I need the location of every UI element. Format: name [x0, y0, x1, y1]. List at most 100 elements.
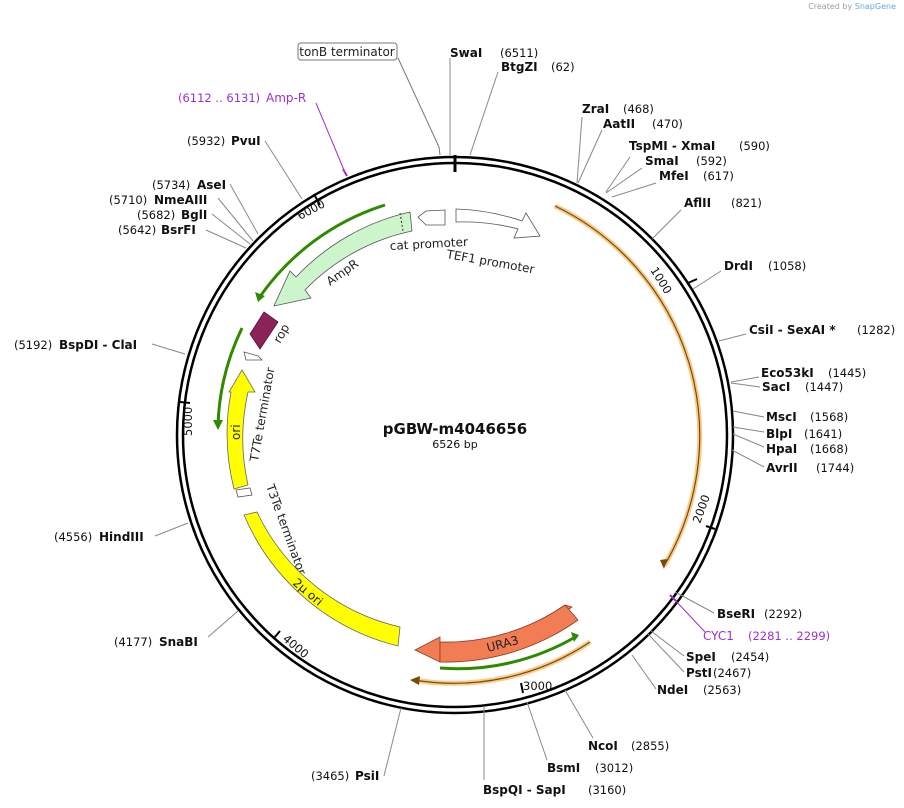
leader-ndei — [631, 654, 657, 690]
t7te-terminator-arrow[interactable] — [243, 351, 263, 361]
enzyme-bseri[interactable]: BseRI(2292) — [717, 607, 802, 621]
enzyme-swai[interactable]: SwaI(6511) — [450, 46, 538, 60]
leader-bsrfi — [205, 229, 247, 249]
enzyme-blpi[interactable]: BlpI(1641) — [766, 427, 842, 441]
ampr-arrow[interactable] — [273, 211, 413, 307]
enzyme-snabi[interactable]: (4177)SnaBI — [114, 635, 198, 649]
tef1-promoter-label: TEF1 promoter — [444, 247, 535, 276]
enzyme-bsmi[interactable]: BsmI(3012) — [547, 761, 633, 775]
enzyme-smai[interactable]: SmaI(592) — [645, 154, 727, 168]
amp-r-primer-mark — [342, 168, 348, 177]
enzyme-pos: (1445) — [828, 366, 866, 380]
enzyme-aatii[interactable]: AatII (470) — [603, 117, 683, 131]
enzyme-aflii[interactable]: AflII(821) — [684, 196, 762, 210]
two-mu-ori-arc[interactable] — [243, 511, 401, 647]
tonb-terminator-box[interactable] — [297, 42, 398, 61]
enzyme-btgzi[interactable]: BtgZI(62) — [501, 60, 575, 74]
enzyme-csii-sexai[interactable]: CsiI - SexAI *(1282) — [749, 323, 895, 337]
tef1-promoter-arrow[interactable] — [455, 208, 541, 239]
cat-promoter-arrow[interactable] — [417, 209, 446, 226]
green-arc-ampr — [257, 203, 386, 299]
enzyme-name: AvrII — [766, 461, 798, 475]
enzyme-hpai[interactable]: HpaI(1668) — [766, 442, 848, 456]
tick-label-3000: 3000 — [523, 679, 552, 693]
enzyme-ndei[interactable]: NdeI(2563) — [657, 683, 741, 697]
enzyme-bspqi-sapi[interactable]: BspQI - SapI (3160) — [483, 783, 626, 797]
enzyme-pvui[interactable]: (5932)PvuI — [187, 134, 261, 148]
enzyme-name: AseI — [197, 178, 226, 192]
enzyme-psii[interactable]: (3465)PsiI — [311, 769, 379, 783]
primer-cyc1[interactable]: CYC1 (2281 .. 2299) — [703, 629, 830, 643]
tick-2000 — [705, 525, 716, 530]
enzyme-psti[interactable]: PstI(2467) — [686, 666, 751, 680]
enzyme-pos: (2563) — [703, 683, 741, 697]
enzyme-pos: (470) — [652, 117, 683, 131]
tick-3000 — [520, 682, 524, 694]
enzyme-pos: (1568) — [810, 410, 848, 424]
tonb-terminator-label: tonB terminator — [299, 45, 395, 59]
enzyme-name: MscI — [766, 410, 797, 424]
cyc1-primer-leader — [672, 597, 706, 633]
enzyme-pos: (1744) — [816, 461, 854, 475]
enzyme-pos: (2855) — [631, 739, 669, 753]
enzyme-pos: (2454) — [731, 650, 769, 664]
enzyme-mfei[interactable]: MfeI(617) — [659, 169, 734, 183]
tick-label-6000: 6000 — [295, 197, 327, 223]
leader-blpi — [732, 426, 765, 433]
enzyme-drdi[interactable]: DrdI(1058) — [724, 259, 806, 273]
leader-ncoi — [564, 689, 594, 739]
green-arc-left — [216, 327, 244, 426]
enzyme-pos: (1058) — [768, 259, 806, 273]
enzyme-pos: (4556) — [54, 530, 92, 544]
primer-range: (2281 .. 2299) — [748, 629, 830, 643]
tick-6000 — [314, 195, 321, 206]
enzyme-nmeaiii[interactable]: (5710)NmeAIII — [109, 193, 207, 207]
enzyme-hindiii[interactable]: (4556) HindIII — [54, 530, 144, 544]
enzyme-eco53ki[interactable]: Eco53kI(1445) — [761, 366, 866, 380]
enzyme-pos: (3160) — [588, 783, 626, 797]
orange-arc-right-head — [660, 559, 667, 569]
enzyme-asei[interactable]: (5734)AseI — [152, 178, 226, 192]
leader-aflii — [651, 209, 682, 240]
enzyme-name: BspQI - SapI — [483, 783, 566, 797]
leader-drdi — [692, 270, 722, 290]
orange-arc-right-line — [554, 205, 701, 567]
position-ticks: 1000 2000 3000 4000 5000 6000 — [179, 195, 716, 694]
leader-msci — [732, 410, 765, 418]
enzyme-name: HindIII — [99, 530, 144, 544]
enzyme-avrii[interactable]: AvrII (1744) — [766, 461, 854, 475]
enzyme-name: SmaI — [645, 154, 679, 168]
leader-bgli — [211, 213, 251, 245]
rop-arrow[interactable] — [249, 311, 279, 350]
primer-range: (6112 .. 6131) — [178, 91, 260, 105]
enzyme-msci[interactable]: MscI (1568) — [766, 410, 848, 424]
enzyme-tspmi-xmai[interactable]: TspMI - XmaI(590) — [629, 139, 770, 153]
primer-name: Amp-R — [266, 91, 306, 105]
leader-spei — [650, 630, 685, 657]
credit-brand: SnapGene — [854, 2, 896, 11]
primer-amp-r[interactable]: (6112 .. 6131) Amp-R — [178, 91, 306, 105]
enzyme-name: HpaI — [766, 442, 797, 456]
green-arc-bottom — [439, 634, 578, 671]
enzyme-pos: (3465) — [311, 769, 349, 783]
green-arc-ampr-head — [255, 292, 265, 302]
enzyme-ncoi[interactable]: NcoI(2855) — [588, 739, 669, 753]
enzyme-saci[interactable]: SacI(1447) — [762, 380, 843, 394]
leader-btgzi — [469, 71, 499, 156]
leader-mfei — [611, 182, 657, 198]
enzyme-spei[interactable]: SpeI(2454) — [686, 650, 769, 664]
ori-arrow[interactable] — [226, 369, 256, 490]
enzyme-bspdi-clai[interactable]: (5192)BspDI - ClaI — [14, 338, 137, 352]
enzyme-name: AatII — [603, 117, 635, 131]
leader-hpai — [732, 433, 765, 448]
t3te-terminator-arrow[interactable] — [235, 487, 253, 498]
enzyme-bsrfi[interactable]: (5642)BsrFI — [118, 223, 196, 237]
enzyme-pos: (1282) — [857, 323, 895, 337]
enzyme-zrai[interactable]: ZraI(468) — [582, 102, 654, 116]
ura3-body[interactable] — [439, 604, 579, 663]
leader-tspmi — [605, 156, 631, 193]
enzyme-bgli[interactable]: (5682)BglI — [137, 208, 207, 222]
enzyme-name: BlpI — [766, 427, 792, 441]
enzyme-pos: (2467) — [713, 666, 751, 680]
enzyme-name: BglI — [181, 208, 207, 222]
